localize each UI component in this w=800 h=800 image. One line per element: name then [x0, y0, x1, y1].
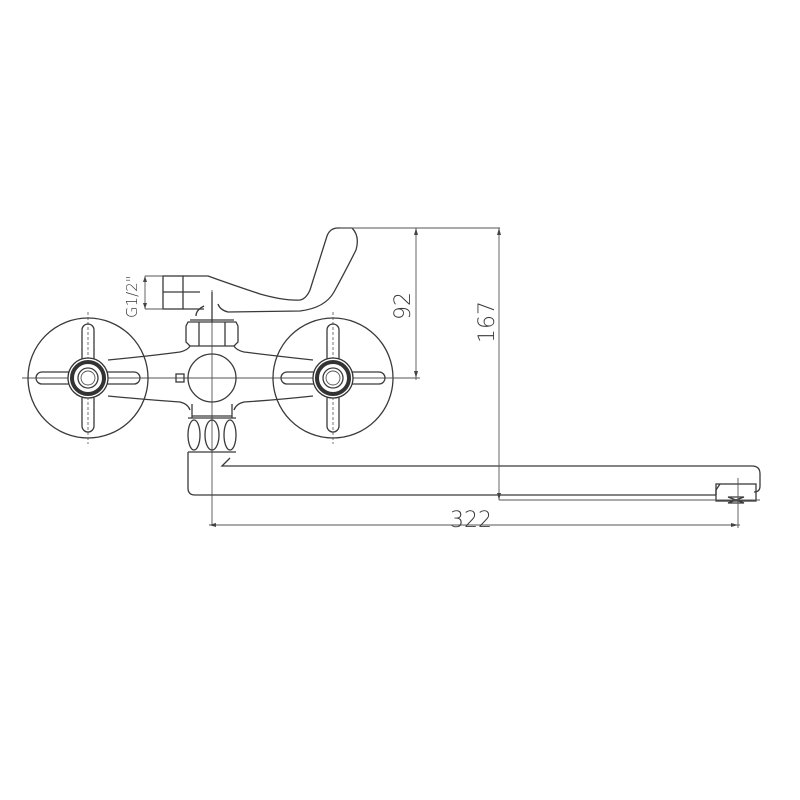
diverter-lever	[190, 227, 358, 322]
aerator	[727, 496, 745, 504]
total-height-label: 167	[475, 301, 500, 343]
spout-swivel-ring	[187, 417, 237, 453]
thread-label: G1/2"	[123, 275, 141, 318]
right-handle	[272, 312, 394, 444]
dim-322: 322	[209, 478, 740, 533]
left-handle	[27, 312, 149, 444]
mixer-body	[107, 319, 314, 453]
diverter-circle	[187, 353, 237, 403]
height-to-centre-label: 92	[391, 292, 416, 320]
spout-reach-label: 322	[450, 508, 492, 533]
spout	[187, 452, 761, 504]
dim-92: 92	[340, 227, 500, 380]
thread-dimension: G1/2"	[123, 275, 163, 318]
top-hex-nut	[185, 321, 239, 347]
shower-outlet-connection	[162, 275, 204, 310]
dim-167: 167	[475, 228, 760, 501]
